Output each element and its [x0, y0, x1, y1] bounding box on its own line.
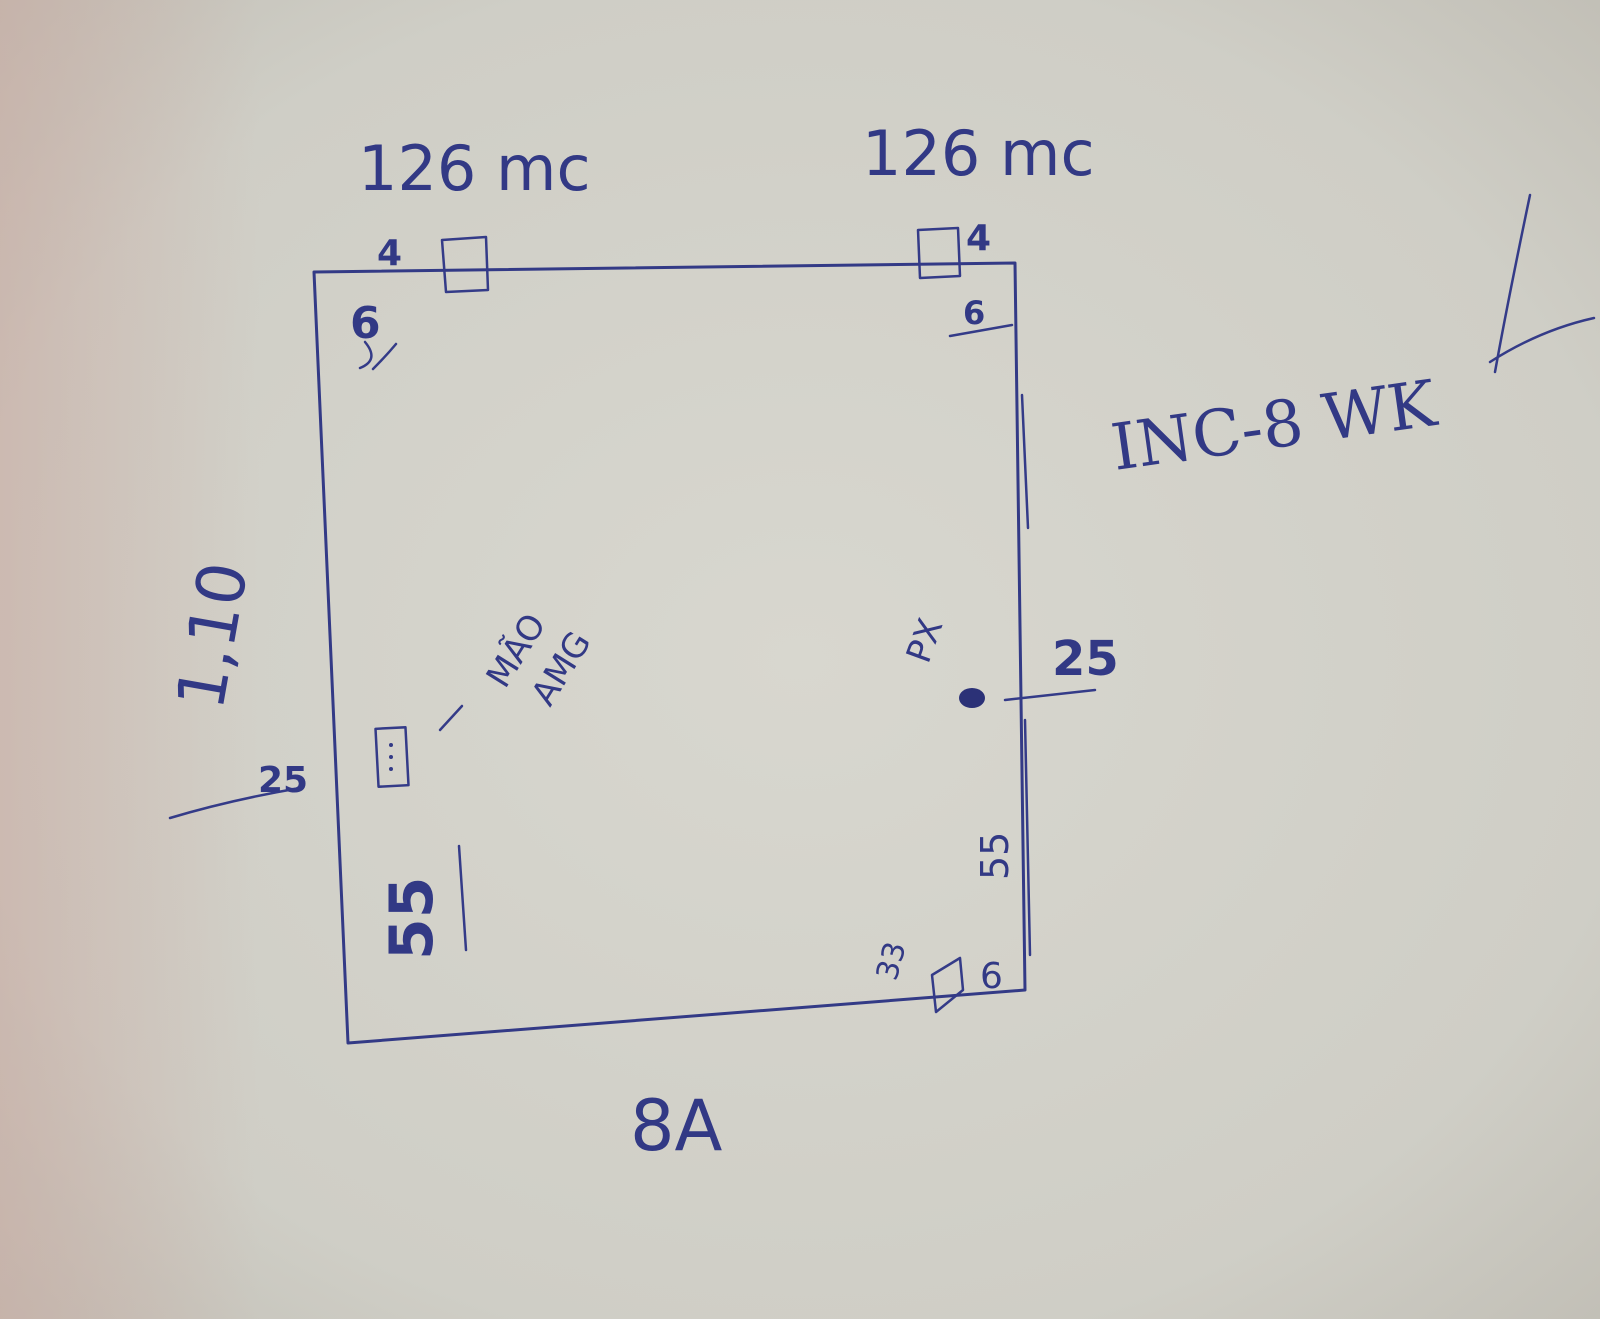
left-bottom-dimension-line	[457, 844, 468, 952]
left-outlet-icon	[374, 726, 410, 788]
top-right-inner-label: 6	[963, 294, 985, 332]
outlet-dot	[389, 743, 393, 747]
bottom-right-inner-label: 6	[980, 956, 1003, 997]
top-left-inner-label: 6	[350, 298, 381, 349]
outlet-dot	[389, 755, 393, 759]
room-outline	[312, 261, 1027, 1045]
left-outlet-offset-label: 25	[258, 760, 308, 801]
top-left-label: 126 mc	[358, 132, 591, 205]
left-bottom-length-label: 55	[377, 877, 447, 961]
left-dimension-line	[168, 786, 302, 820]
top-right-corner-mark: 4	[966, 218, 991, 259]
right-tick-mark	[948, 323, 1014, 338]
center-note-dash	[438, 704, 464, 732]
top-right-label: 126 mc	[862, 117, 1095, 190]
bottom-right-box	[930, 956, 965, 1014]
point-px-leader	[1003, 688, 1097, 702]
window-top-left	[440, 235, 490, 294]
right-frame-stroke	[1020, 393, 1030, 530]
left-tick-mark	[358, 340, 373, 370]
outlet-dot	[389, 767, 393, 771]
signature-flourish	[1488, 193, 1596, 374]
paper-left-tint	[0, 0, 260, 1319]
point-px-dot	[959, 688, 985, 708]
right-point-offset-label: 25	[1052, 631, 1119, 687]
top-left-corner-mark: 4	[377, 233, 402, 274]
window-top-right	[916, 226, 962, 280]
bottom-label: 8A	[630, 1085, 723, 1167]
left-tick-mark	[371, 342, 398, 371]
right-frame-stroke	[1023, 718, 1032, 957]
right-bottom-length-label: 55	[973, 832, 1017, 880]
